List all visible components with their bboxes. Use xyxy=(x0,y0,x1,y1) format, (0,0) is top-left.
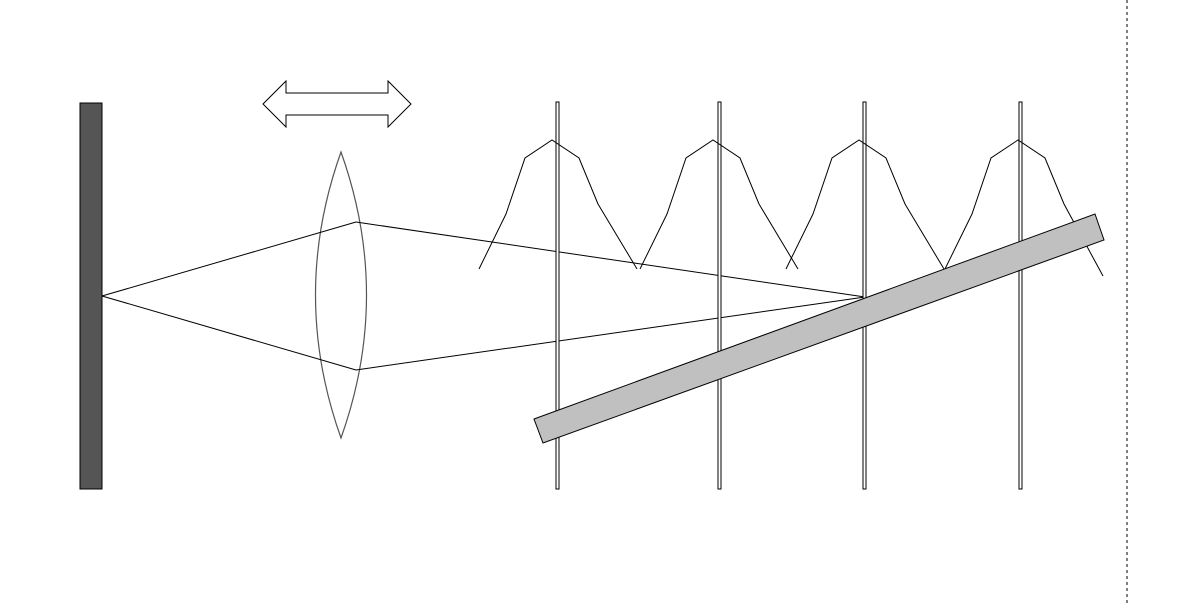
focus-adjust-arrow-icon xyxy=(262,79,412,129)
tilted-slab xyxy=(533,213,1105,444)
light-ray xyxy=(101,295,357,371)
intensity-profile xyxy=(478,139,638,270)
light-ray xyxy=(355,296,866,371)
convex-lens xyxy=(314,150,368,440)
sensor-plate xyxy=(79,102,103,490)
intensity-profile xyxy=(785,139,945,270)
focal-plane xyxy=(862,101,867,490)
focal-plane xyxy=(555,101,560,490)
intensity-profiles xyxy=(478,139,1104,277)
light-ray xyxy=(101,221,357,297)
focal-plane xyxy=(1018,101,1023,490)
light-rays xyxy=(101,221,866,371)
focal-planes xyxy=(555,101,1023,490)
light-ray xyxy=(355,221,866,298)
focal-plane xyxy=(717,101,722,490)
intensity-profile xyxy=(639,139,799,270)
intensity-profile xyxy=(944,139,1104,277)
